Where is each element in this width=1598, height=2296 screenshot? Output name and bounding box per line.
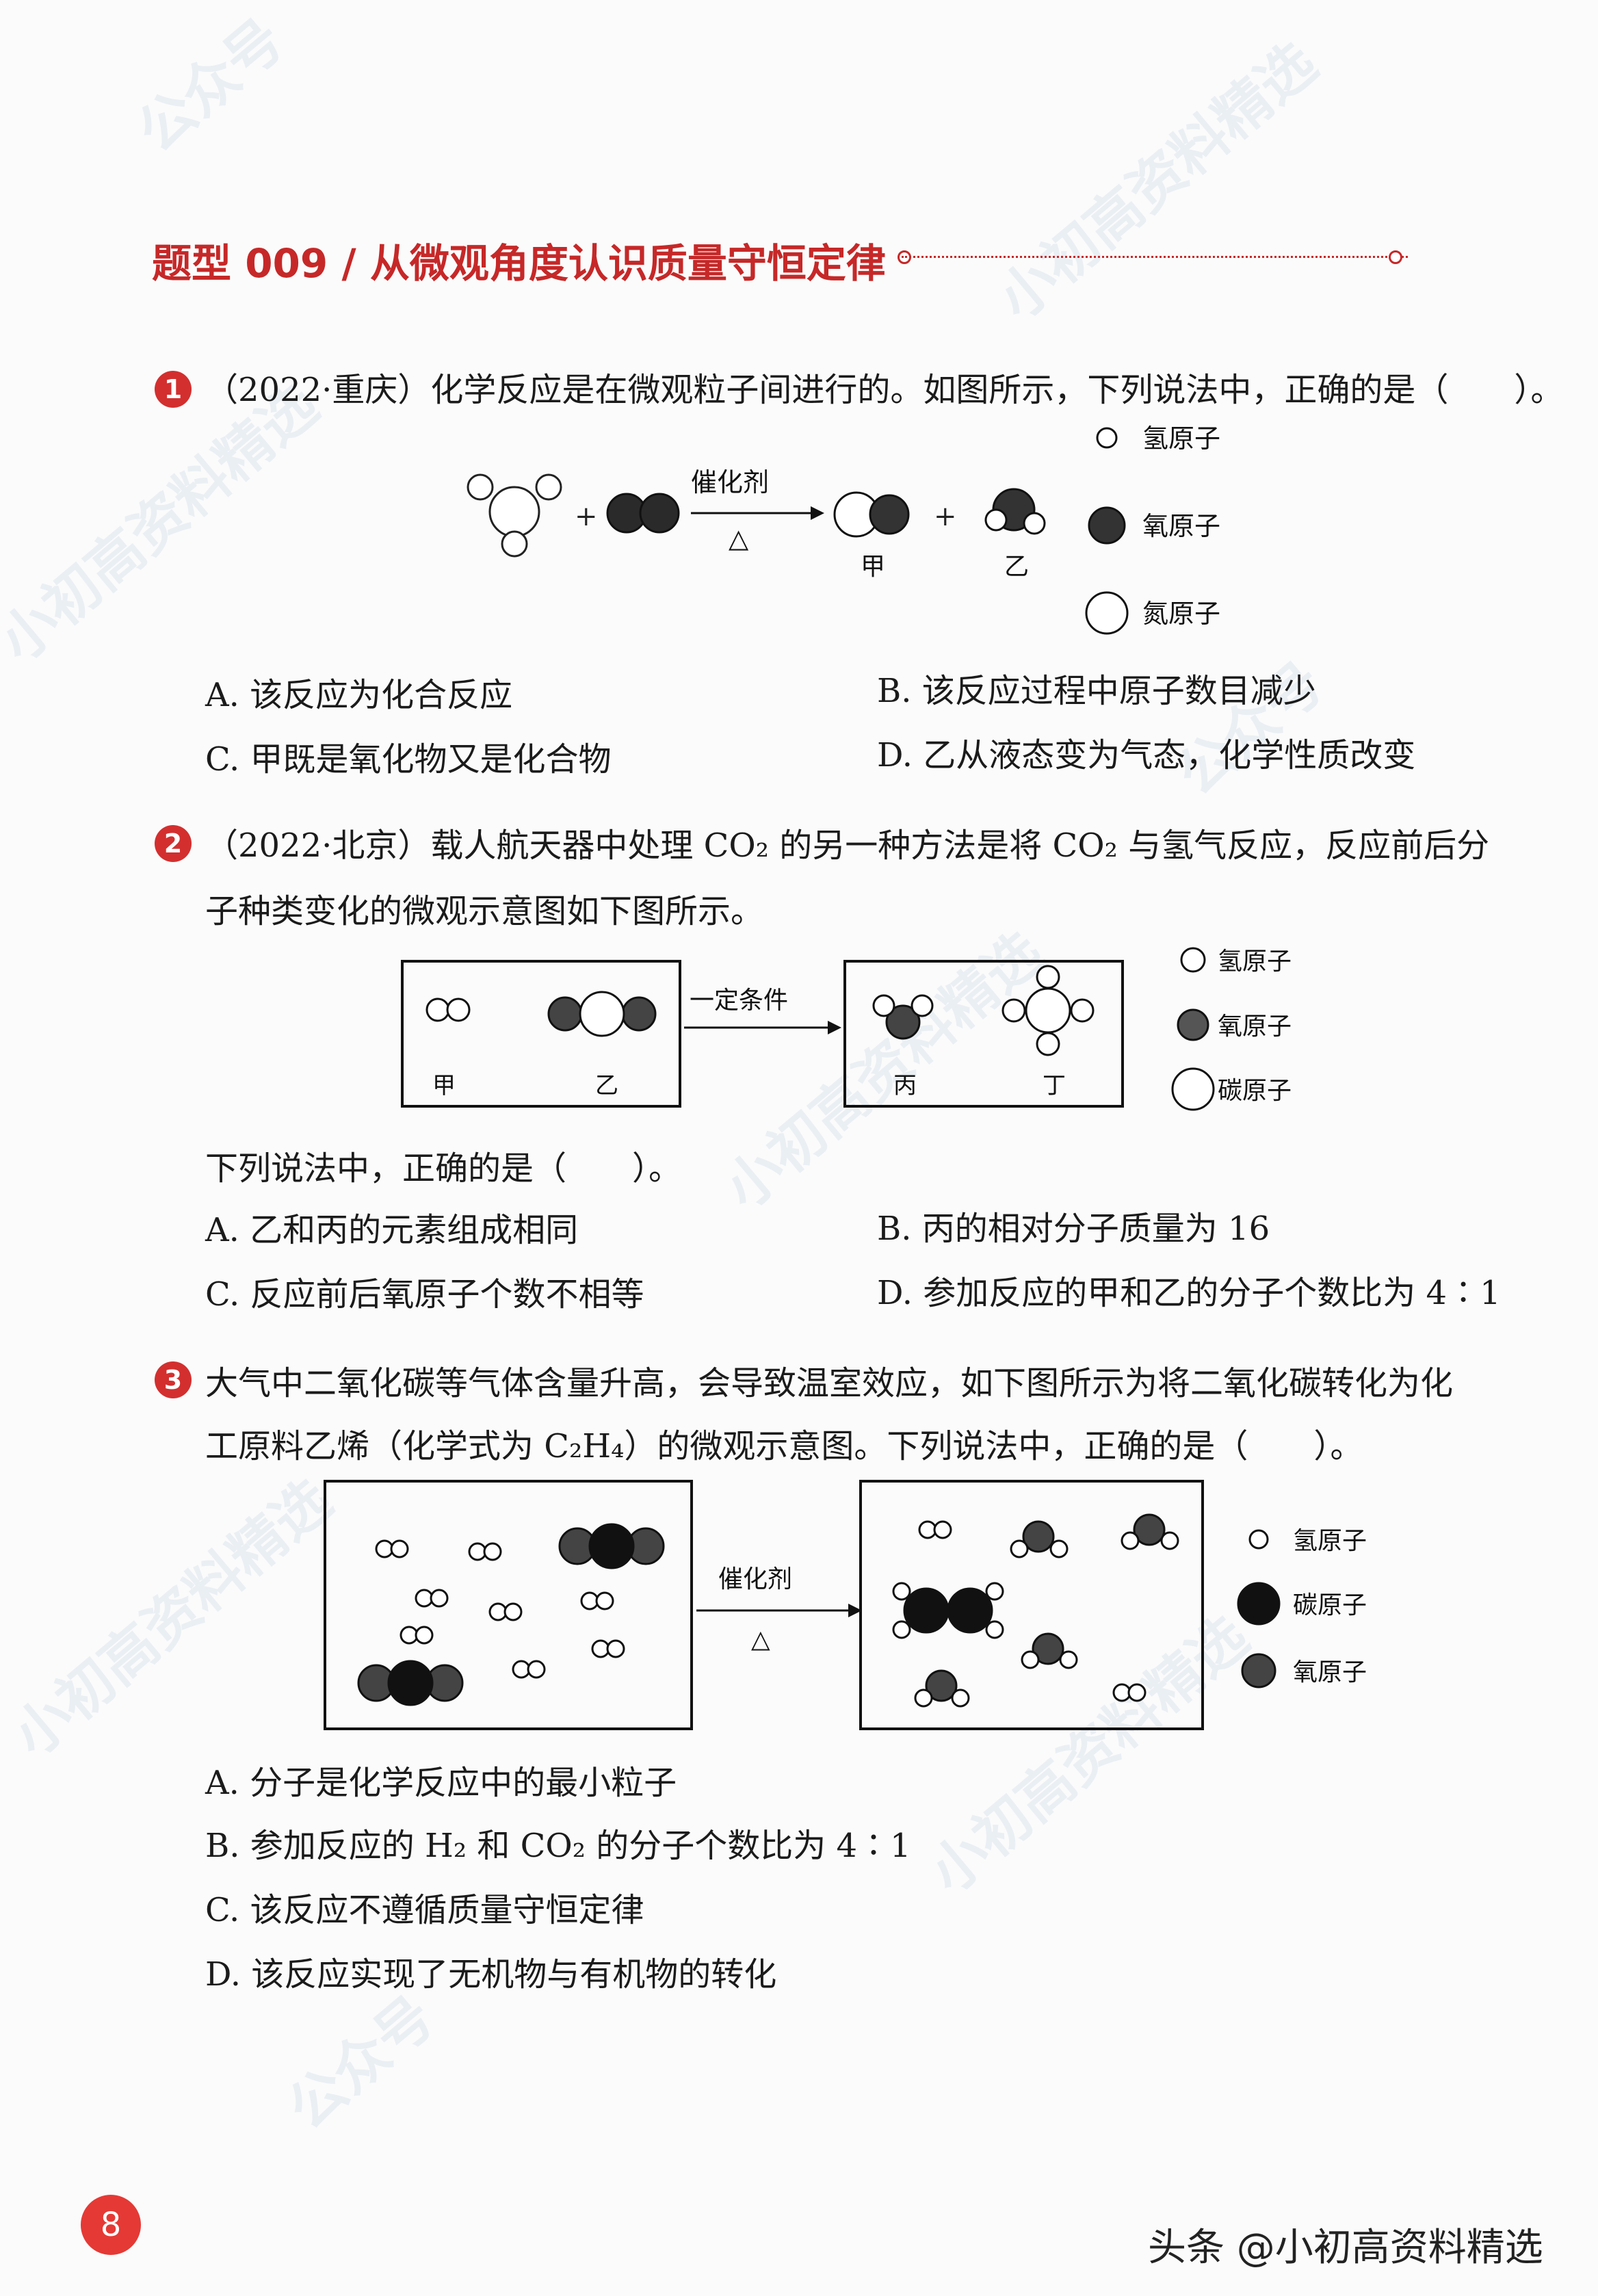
molecule-h2o: [872, 994, 934, 1040]
title-rule-end: [1389, 250, 1402, 264]
arrow-top-label: 催化剂: [691, 467, 769, 497]
legend-swatch-carbon: [1237, 1582, 1281, 1626]
question-prompt: 下列说法中，正确的是（ ）。: [205, 1149, 682, 1188]
legend-swatch-carbon: [1171, 1067, 1215, 1111]
legend-swatch-oxygen: [1088, 506, 1126, 545]
legend-label: 氢原子: [1142, 423, 1220, 454]
reaction-diagram-1: + 催化剂 △ 甲 + 乙 氢原子 氧原子 氮原子: [467, 423, 1220, 635]
legend-label: 碳原子: [1293, 1591, 1367, 1619]
option-c[interactable]: C. 甲既是氧化物又是化合物: [205, 740, 612, 779]
arrow-head: [828, 1021, 841, 1034]
plus-sign: +: [934, 501, 957, 532]
plus-sign: +: [575, 501, 598, 532]
legend-2: 氢原子 氧原子 碳原子: [1171, 947, 1292, 1111]
legend-label: 氧原子: [1142, 511, 1220, 541]
question-stem-line2: 子种类变化的微观示意图如下图所示。: [205, 892, 764, 930]
molecule-product-jia: [833, 491, 910, 538]
legend-swatch-hydrogen: [1248, 1529, 1269, 1550]
molecule-reactant-a: [467, 473, 562, 558]
molecule-h2o: [914, 1669, 970, 1708]
legend-1: 氢原子 氧原子 氮原子: [1085, 423, 1220, 635]
molecule-h2: [918, 1520, 1147, 1702]
molecule-c2h4: [892, 1582, 1004, 1639]
question-stem-line1: （2022·北京）载人航天器中处理 CO₂ 的另一种方法是将 CO₂ 与氢气反应…: [205, 826, 1490, 865]
product-box: [843, 960, 1124, 1108]
option-d[interactable]: D. 该反应实现了无机物与有机物的转化: [205, 1955, 777, 1994]
question-number: 1: [155, 371, 192, 408]
arrow-top-label: 催化剂: [718, 1565, 792, 1593]
question-stem-line2: 工原料乙烯（化学式为 C₂H₄）的微观示意图。下列说法中，正确的是（ ）。: [205, 1427, 1363, 1465]
option-a[interactable]: A. 该反应为化合反应: [205, 676, 513, 714]
molecule-reactant-o2: [606, 493, 680, 534]
section-title: 题型 009 / 从微观角度认识质量守恒定律: [152, 240, 886, 287]
question-stem: （2022·重庆）化学反应是在微观粒子间进行的。如图所示，下列说法中，正确的是（…: [205, 371, 1564, 409]
option-c[interactable]: C. 该反应不遵循质量守恒定律: [205, 1891, 644, 1929]
legend-label: 氢原子: [1293, 1527, 1367, 1555]
reaction-diagram-3: 催化剂 △ 氢原子 碳原子 氧原子: [324, 1480, 1367, 1730]
footer-credit: 头条 @小初高资料精选: [1148, 2226, 1543, 2270]
watermark-text: 小初高资料精选: [1, 1467, 344, 1770]
product-label-jia: 甲: [861, 553, 885, 581]
reactant-box: [324, 1480, 693, 1730]
box-label-bing: 丙: [893, 1072, 917, 1099]
arrow-head: [811, 506, 824, 520]
product-box: [859, 1480, 1204, 1730]
watermark-text: 公众号: [125, 7, 296, 166]
molecule-co2: [558, 1523, 665, 1569]
arrow-bottom-label: △: [751, 1626, 770, 1654]
option-a[interactable]: A. 乙和丙的元素组成相同: [205, 1211, 579, 1249]
legend-swatch-oxygen: [1241, 1653, 1276, 1688]
watermark-text: 公众号: [276, 1984, 447, 2143]
legend-3: 氢原子 碳原子 氧原子: [1237, 1527, 1367, 1688]
legend-swatch-hydrogen: [1096, 427, 1118, 449]
molecule-h2o: [1021, 1632, 1078, 1669]
option-a[interactable]: A. 分子是化学反应中的最小粒子: [205, 1764, 677, 1802]
box-label-yi: 乙: [595, 1072, 618, 1099]
option-b[interactable]: B. 参加反应的 H₂ 和 CO₂ 的分子个数比为 4∶1: [205, 1827, 911, 1865]
title-rule: [902, 256, 1408, 258]
arrow-top-label: 一定条件: [690, 987, 788, 1015]
question-number: 2: [155, 825, 192, 862]
arrow-head: [848, 1604, 862, 1617]
legend-label: 氢原子: [1218, 948, 1292, 976]
molecule-product-yi: [984, 488, 1046, 535]
legend-label: 氧原子: [1218, 1013, 1292, 1041]
molecule-h2o: [1010, 1520, 1069, 1558]
legend-label: 碳原子: [1218, 1077, 1292, 1105]
page-number: 8: [81, 2195, 141, 2255]
option-b[interactable]: B. 丙的相对分子质量为 16: [877, 1210, 1270, 1248]
legend-swatch-hydrogen: [1180, 947, 1206, 973]
question-number: 3: [155, 1361, 192, 1398]
reaction-diagram-2: 甲 乙 一定条件 丙 丁 氢原子 氧原子 碳原子: [401, 947, 1292, 1111]
legend-swatch-oxygen: [1177, 1008, 1209, 1041]
box-label-ding: 丁: [1043, 1072, 1066, 1099]
option-d[interactable]: D. 参加反应的甲和乙的分子个数比为 4∶1: [877, 1274, 1501, 1312]
legend-label: 氧原子: [1293, 1658, 1367, 1686]
option-b[interactable]: B. 该反应过程中原子数目减少: [877, 672, 1316, 710]
molecule-co2: [357, 1660, 464, 1706]
question-stem-line1: 大气中二氧化碳等气体含量升高，会导致温室效应，如下图所示为将二氧化碳转化为化: [205, 1364, 1454, 1403]
option-c[interactable]: C. 反应前后氧原子个数不相等: [205, 1275, 644, 1314]
legend-label: 氮原子: [1142, 599, 1220, 629]
arrow-bottom-label: △: [729, 523, 749, 553]
option-d[interactable]: D. 乙从液态变为气态，化学性质改变: [877, 736, 1416, 774]
molecule-co2: [547, 991, 657, 1037]
molecule-h2: [425, 997, 471, 1022]
watermark-text: 小初高资料精选: [986, 30, 1329, 333]
molecule-h2o: [1121, 1513, 1179, 1550]
product-label-yi: 乙: [1004, 553, 1029, 581]
box-label-jia: 甲: [432, 1072, 456, 1099]
molecule-h2: [375, 1539, 625, 1679]
molecule-ch4: [1001, 965, 1095, 1056]
reactant-box: [401, 960, 681, 1108]
legend-swatch-nitrogen: [1085, 591, 1129, 635]
